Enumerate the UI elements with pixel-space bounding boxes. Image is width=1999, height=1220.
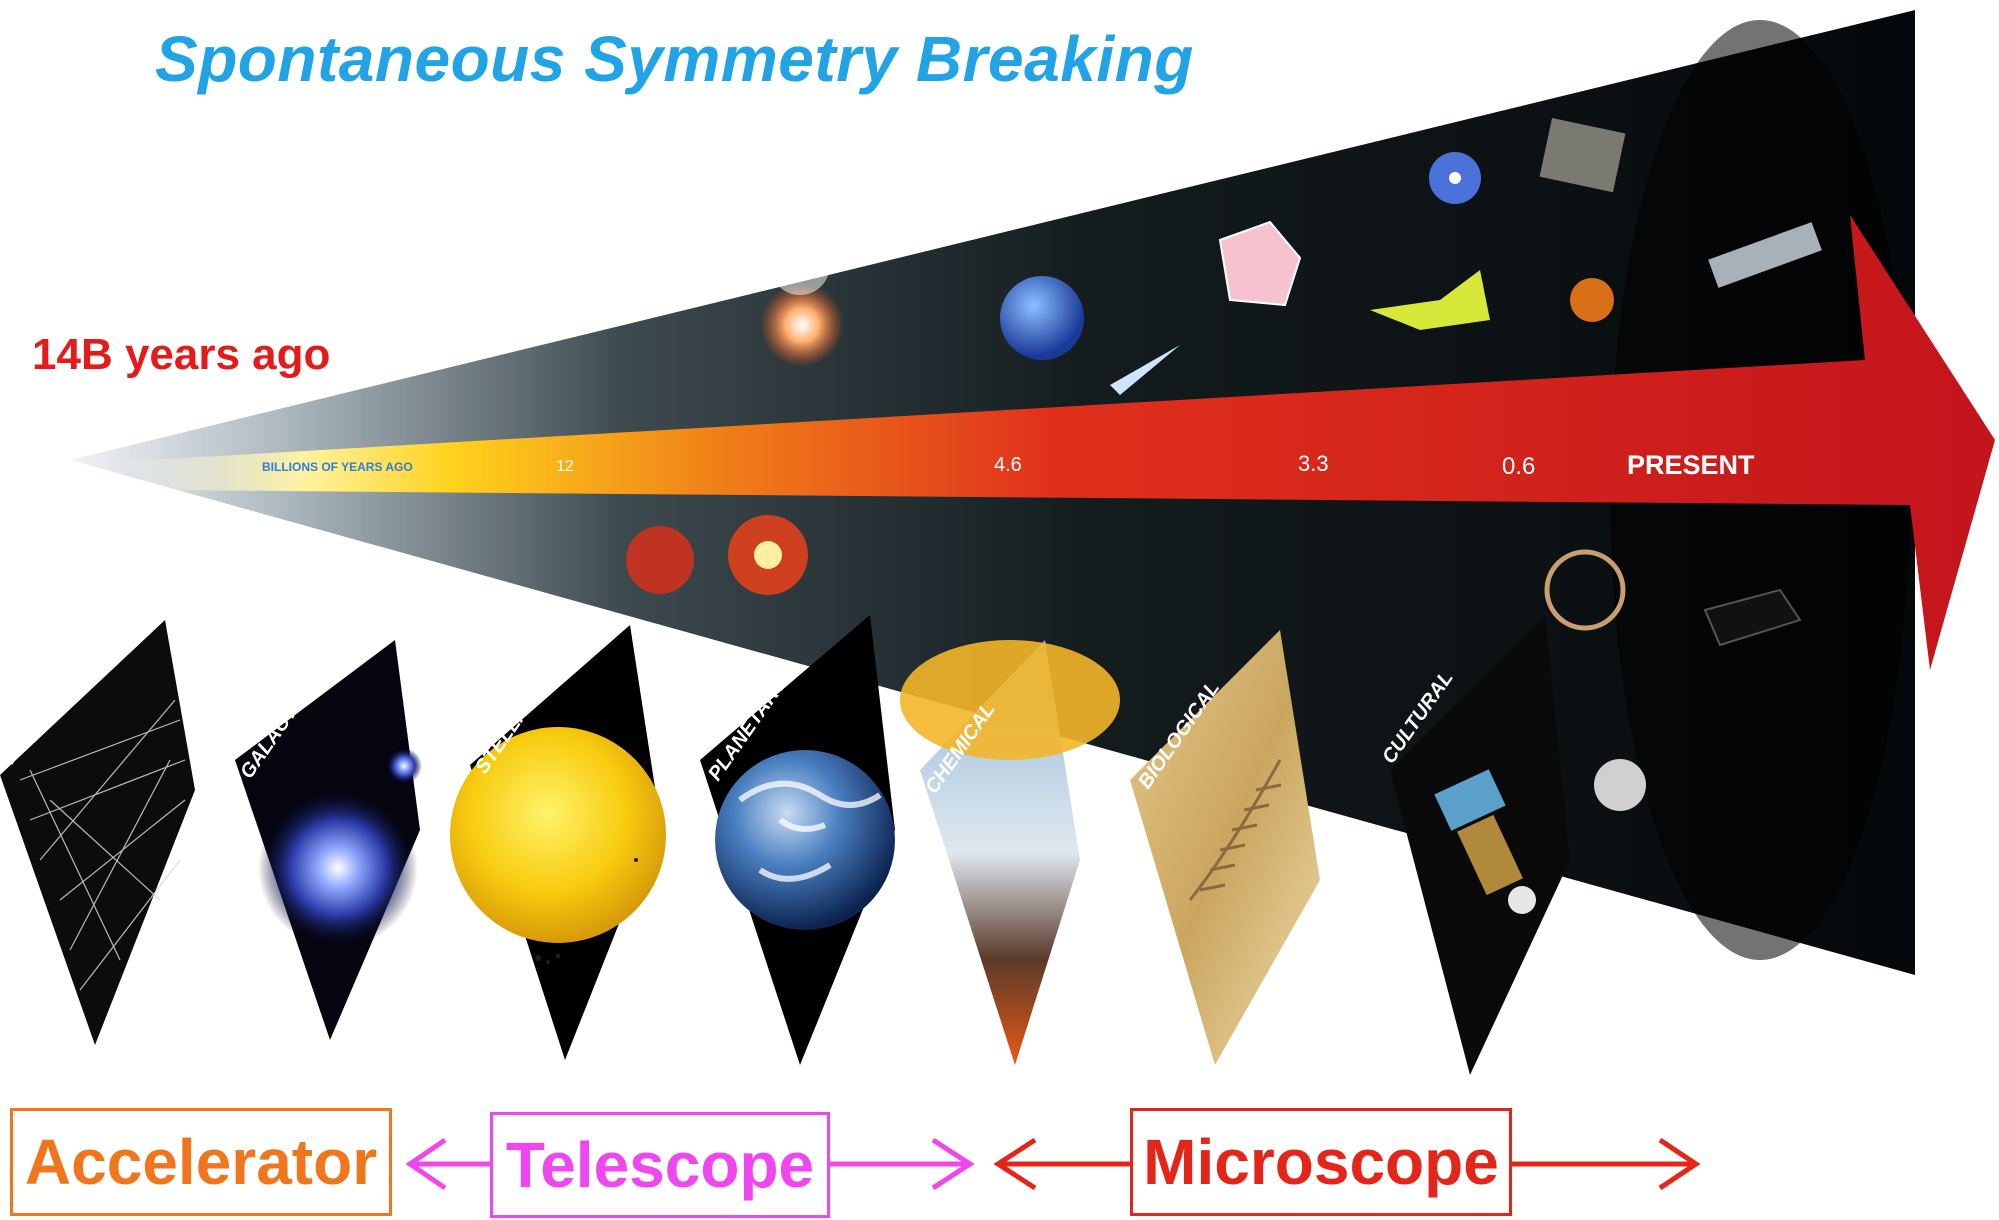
microscope-range-arrow	[993, 1137, 1701, 1191]
trilobite-fossil	[1188, 759, 1282, 901]
stone-tablet	[1539, 117, 1626, 193]
wagon-wheel	[1544, 549, 1626, 631]
planet-neptune	[1000, 276, 1084, 360]
biplane	[1708, 222, 1822, 288]
earth-clouds	[738, 780, 882, 882]
timeline-arrow	[115, 215, 1995, 670]
tick-3-3: 3.3	[1298, 451, 1329, 476]
microscope-box: Microscope	[1130, 1108, 1512, 1216]
era-panels	[0, 615, 1570, 1075]
nebula-core	[754, 541, 782, 569]
comet	[1110, 345, 1180, 395]
companion-galaxy	[386, 748, 422, 784]
fire	[1570, 278, 1614, 322]
spiral-galaxy	[258, 788, 418, 948]
tick-present: PRESENT	[1627, 450, 1755, 480]
satellite	[1434, 769, 1536, 914]
axis-caption: BILLIONS OF YEARS AGO	[262, 460, 413, 474]
sun	[450, 727, 666, 943]
earth	[715, 750, 895, 930]
telescope-range-arrow	[405, 1137, 975, 1191]
flower	[1429, 152, 1481, 204]
accelerator-box: Accelerator	[10, 1108, 392, 1216]
nebula-red-1	[626, 526, 694, 594]
piano	[1703, 588, 1802, 647]
pterodactyl	[1370, 270, 1490, 330]
panel-particulate	[0, 620, 195, 1045]
origin-time-label: 14B years ago	[32, 330, 331, 379]
sunspots	[535, 858, 638, 964]
star-cluster	[770, 235, 830, 295]
pocket-watch	[1594, 759, 1646, 811]
tick-0-6: 0.6	[1502, 453, 1535, 480]
crystal	[1218, 220, 1302, 307]
cosmic-objects	[626, 117, 1822, 811]
diagram-title: Spontaneous Symmetry Breaking	[155, 23, 1194, 95]
particle-tracks	[19, 699, 186, 991]
planet-horizon	[900, 640, 1120, 760]
telescope-box: Telescope	[490, 1112, 830, 1218]
supernova-glow	[760, 283, 844, 367]
tick-4-6: 4.6	[994, 454, 1022, 476]
tick-12: 12	[556, 458, 574, 475]
